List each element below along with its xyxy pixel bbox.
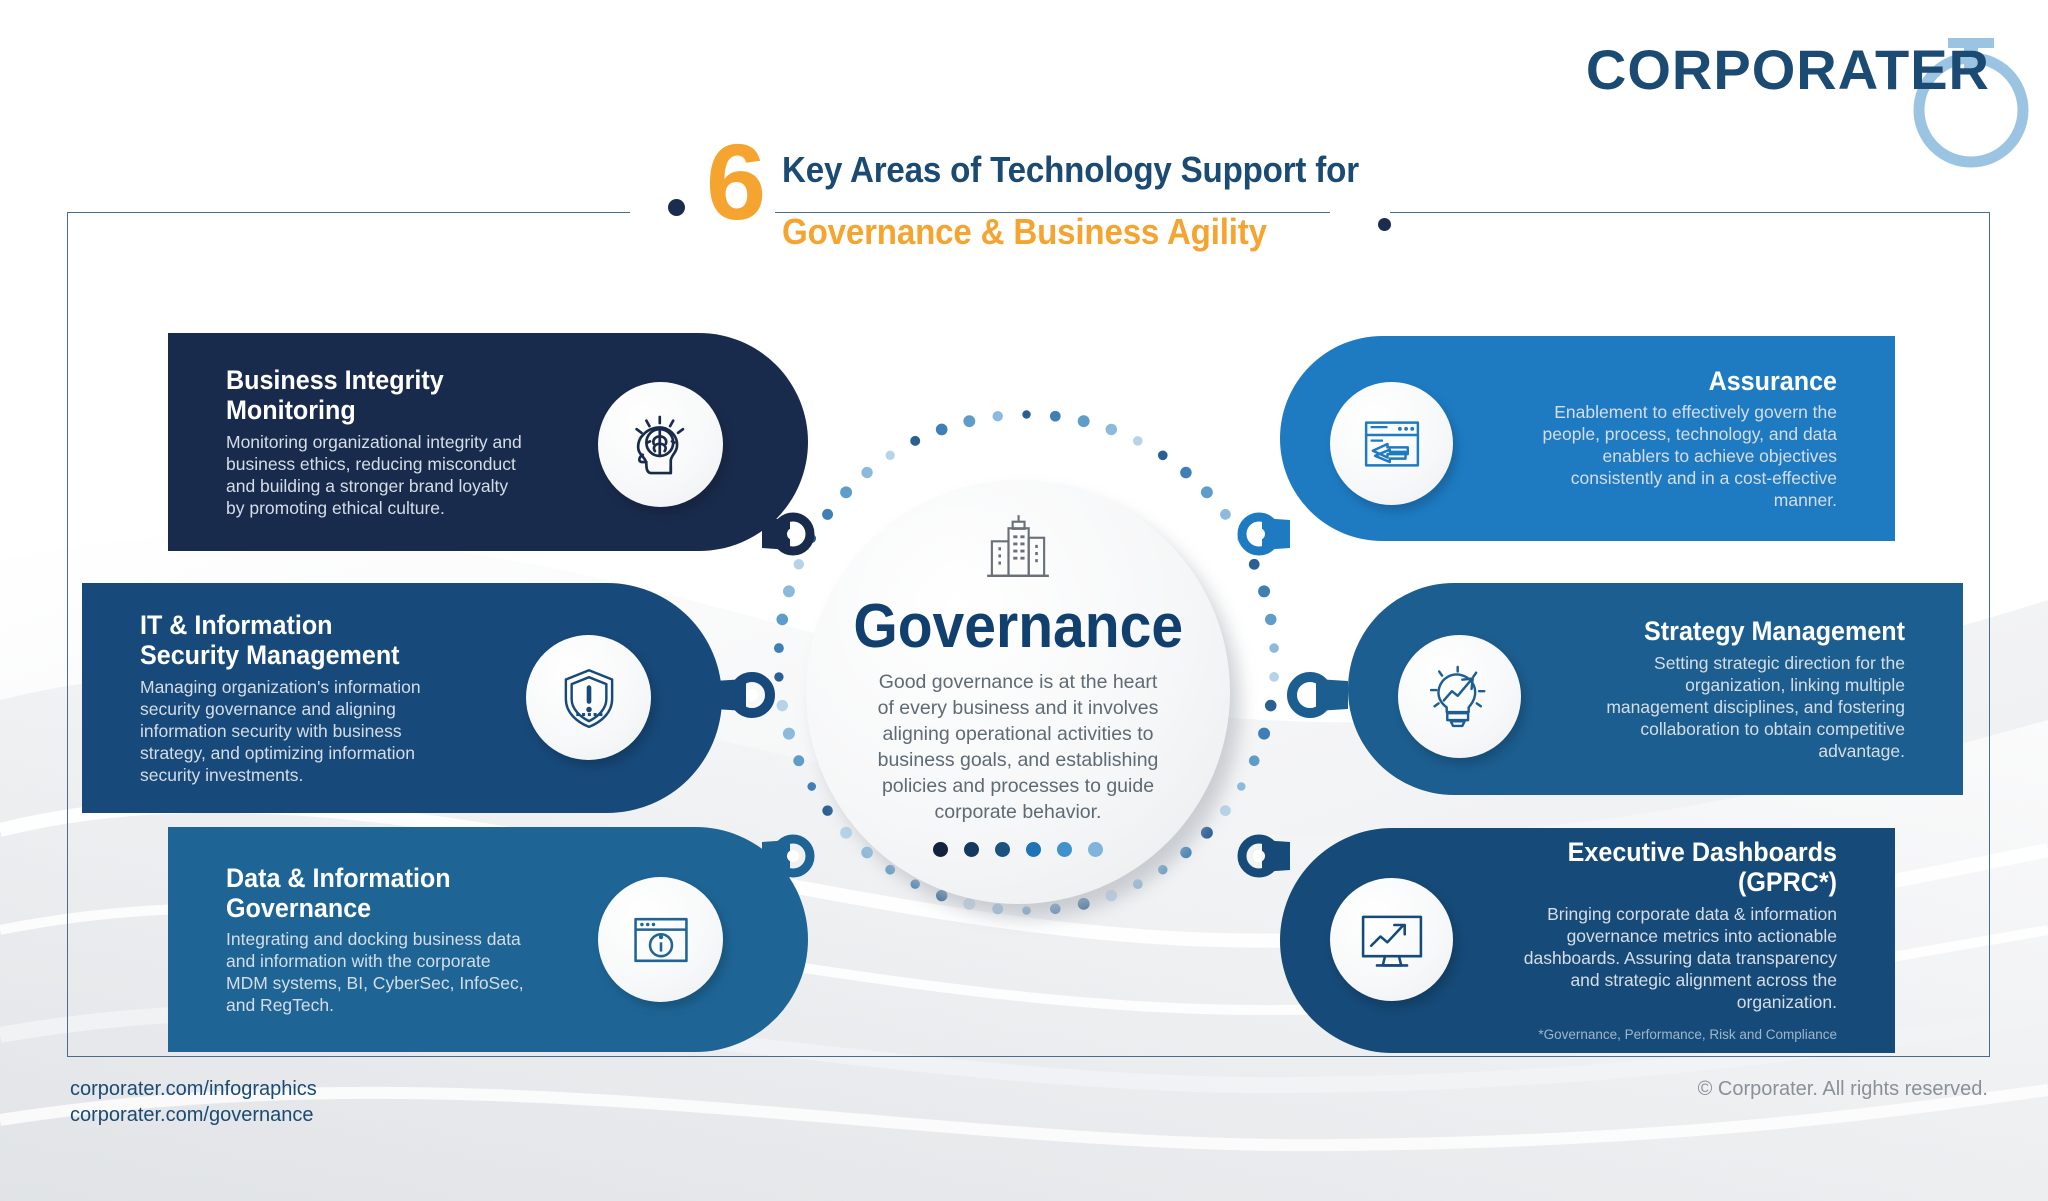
center-dot-6 [1088, 841, 1103, 857]
head-brain-icon [634, 415, 684, 474]
center-description: Good governance is at the heart of every… [877, 671, 1159, 823]
header-line-1: Key Areas of Technology Support for [782, 149, 1359, 190]
connector-node-1 [762, 512, 815, 556]
card-body: Bringing corporate data & information go… [1523, 903, 1837, 1012]
connector-node-6 [1237, 834, 1290, 878]
card-text: Data & Information Governance Integratin… [226, 863, 536, 1017]
content-frame [67, 212, 1990, 1057]
card-text: Assurance Enablement to effectively gove… [1527, 366, 1837, 511]
card-body: Monitoring organizational integrity and … [226, 431, 522, 518]
header-line-2: Governance & Business Agility [782, 211, 1267, 253]
center-dot-2 [964, 841, 979, 857]
card-title: Executive Dashboards (GPRC*) [1567, 837, 1837, 898]
icon-circle-data-governance [598, 877, 723, 1002]
card-body: Enablement to effectively govern the peo… [1542, 402, 1837, 511]
card-text: Business Integrity Monitoring Monitoring… [226, 365, 526, 519]
footer-links: corporater.com/infographics corporater.c… [70, 1076, 317, 1128]
card-text: Strategy Management Setting strategic di… [1605, 616, 1905, 761]
icon-circle-strategy [1398, 635, 1521, 758]
card-title: Business Integrity Monitoring [226, 365, 444, 426]
frame-gap-right [1330, 203, 1390, 221]
connector-node-2 [714, 672, 775, 718]
header-left-dot [668, 199, 685, 216]
center-circle: Governance Good governance is at the hea… [806, 480, 1230, 904]
center-dot-4 [1026, 841, 1041, 857]
card-title: Assurance [1708, 365, 1837, 396]
card-body: Integrating and docking business data an… [226, 929, 524, 1016]
frame-gap-left [630, 203, 775, 221]
card-title-line2: Security Management [140, 640, 400, 671]
target-crosshair-icon [1913, 38, 2029, 168]
link-infographics[interactable]: corporater.com/infographics [70, 1078, 317, 1100]
center-dot-5 [1057, 841, 1072, 857]
logo-wordmark: CORPORATER [1585, 38, 1990, 101]
icon-circle-assurance [1330, 382, 1453, 505]
shield-alert-icon [564, 668, 613, 728]
card-body: Managing organization's information secu… [140, 676, 421, 785]
center-dot-1 [933, 841, 948, 857]
center-dot-3 [995, 841, 1010, 857]
center-governance-node: Governance Good governance is at the hea… [806, 480, 1246, 920]
header-right-dot [1378, 218, 1391, 231]
office-building-icon [987, 515, 1049, 577]
card-body: Setting strategic direction for the orga… [1606, 652, 1905, 761]
connector-node-3 [762, 834, 815, 878]
browser-exchange-icon [1364, 420, 1419, 467]
card-title-line1: IT & Information [140, 610, 333, 641]
center-progress-dots [933, 841, 1103, 857]
card-text: Executive Dashboards (GPRC*) Bringing co… [1507, 837, 1837, 1044]
copyright-text: © Corporater. All rights reserved. [1697, 1078, 1988, 1100]
card-footnote: *Governance, Performance, Risk and Compl… [1538, 1026, 1837, 1042]
connector-node-4 [1237, 512, 1290, 556]
lightbulb-growth-icon [1429, 665, 1485, 727]
card-title-line1: Data & Information [226, 862, 451, 893]
dashboard-monitor-icon [1361, 915, 1422, 967]
icon-circle-executive-dashboards [1330, 878, 1453, 1001]
corporater-logo: CORPORATER [1585, 38, 2029, 168]
icon-circle-it-security [526, 635, 651, 760]
page-header: 6 Key Areas of Technology Support for Go… [706, 128, 1409, 253]
card-business-integrity-monitoring[interactable]: Business Integrity Monitoring Monitoring… [168, 333, 808, 551]
card-title-line2: Governance [226, 892, 372, 923]
center-title: Governance [853, 592, 1183, 661]
card-text: IT & Information Security Management Man… [140, 610, 450, 786]
card-it-information-security-management[interactable]: IT & Information Security Management Man… [82, 583, 722, 813]
connector-node-5 [1287, 672, 1348, 718]
info-window-icon [633, 917, 688, 962]
header-number: 6 [706, 121, 767, 242]
link-governance[interactable]: corporater.com/governance [70, 1104, 314, 1126]
card-title: Strategy Management [1644, 616, 1905, 647]
icon-circle-business-integrity [598, 382, 723, 507]
